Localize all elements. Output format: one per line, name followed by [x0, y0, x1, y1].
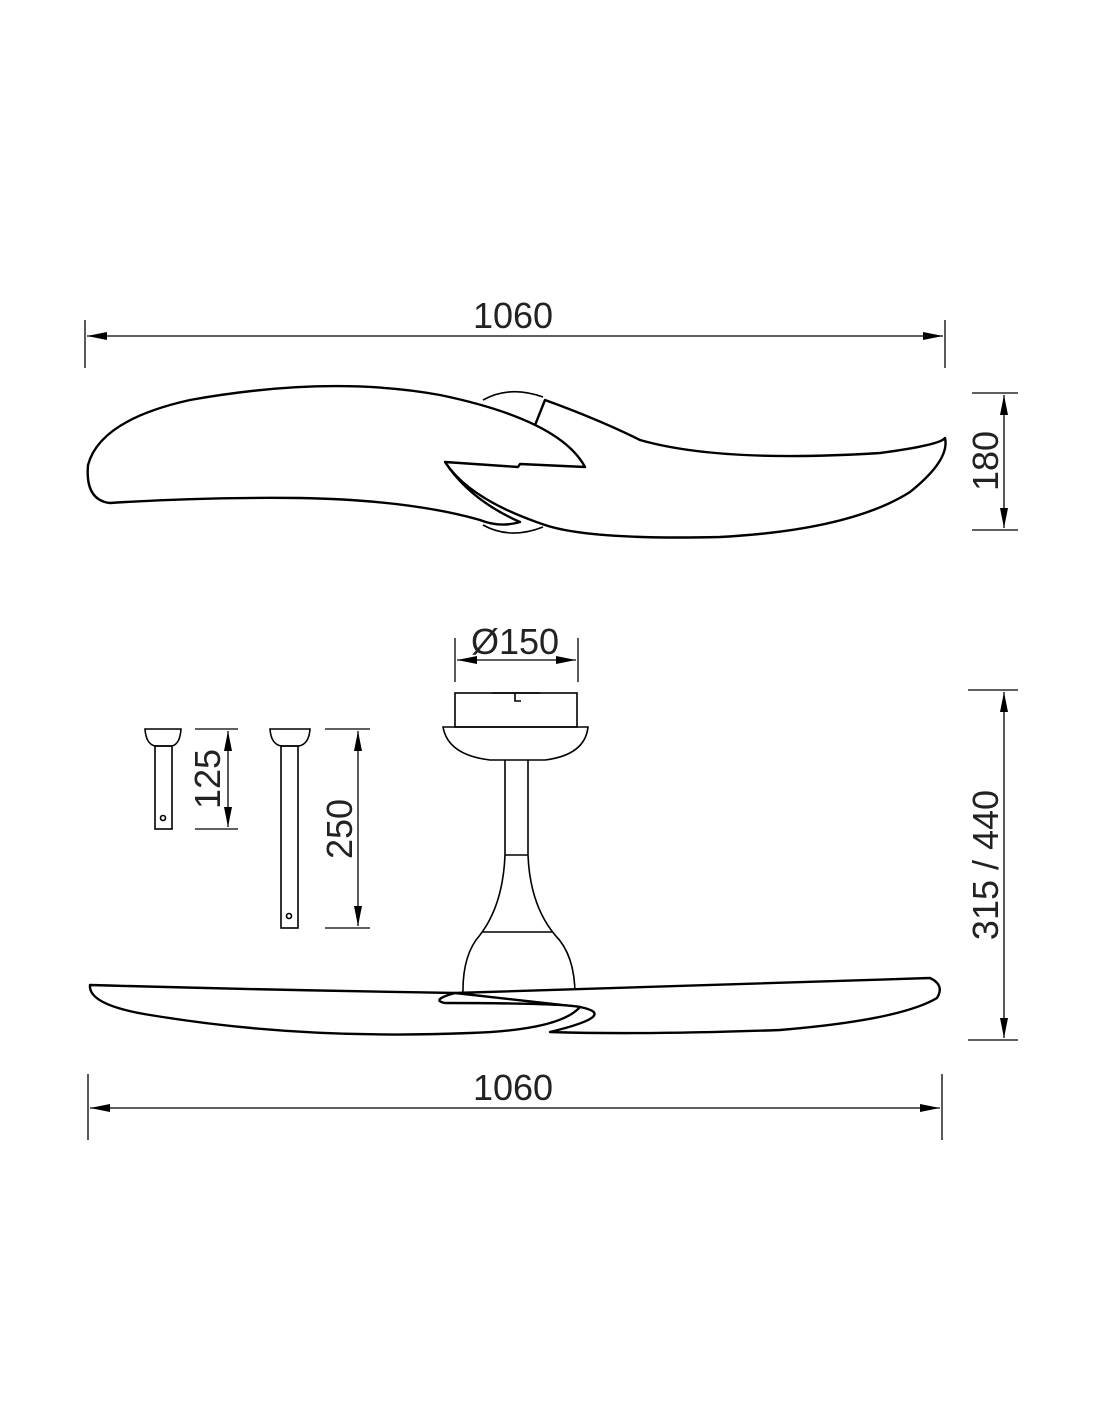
- top-height-dimension: 180: [965, 392, 1018, 531]
- downrod-and-motor: [462, 760, 576, 996]
- overall-height-dimension: 315 / 440: [965, 689, 1018, 1041]
- top-width-label: 1060: [473, 295, 553, 336]
- canopy-diameter-dimension: Ø150: [454, 621, 579, 682]
- side-width-dimension: 1060: [87, 1067, 943, 1140]
- downrod-long: 250: [269, 728, 370, 929]
- side-right-blade: [453, 976, 941, 1035]
- downrod-short: 125: [144, 728, 238, 830]
- side-width-label: 1060: [473, 1067, 553, 1108]
- right-blade: [443, 398, 947, 539]
- downrod-long-label: 250: [319, 799, 360, 859]
- top-height-label: 180: [965, 431, 1006, 491]
- left-blade: [86, 384, 587, 526]
- overall-height-label: 315 / 440: [965, 790, 1006, 940]
- hub-outline: [482, 390, 544, 534]
- canopy: [442, 692, 589, 761]
- downrod-short-label: 125: [187, 749, 228, 809]
- canopy-diameter-label: Ø150: [471, 621, 559, 662]
- top-view: 1060 180: [84, 295, 1018, 539]
- top-width-dimension: 1060: [84, 295, 946, 368]
- side-left-blade: [88, 983, 582, 1036]
- side-view: Ø150 315 / 440 1060: [87, 621, 1018, 1140]
